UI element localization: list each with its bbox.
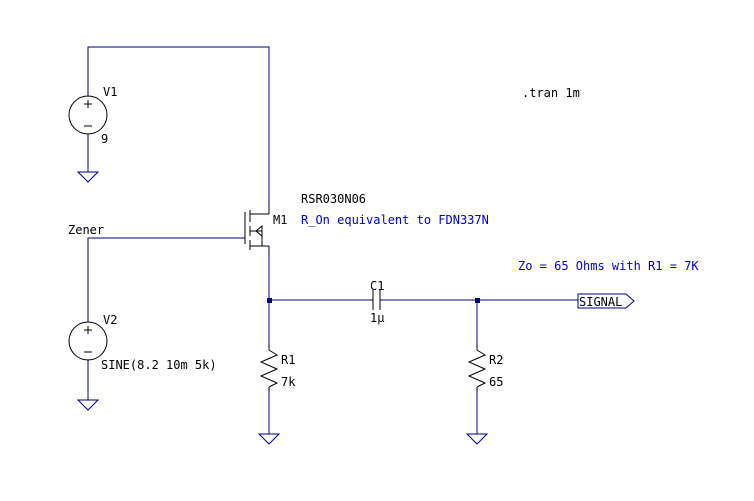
- ground-r1: [257, 433, 281, 445]
- v1-source-symbol[interactable]: [68, 95, 108, 135]
- signal-flag-label: SIGNAL: [579, 295, 622, 309]
- r1-name: R1: [281, 353, 295, 367]
- r1-value: 7k: [281, 375, 296, 389]
- r2-name: R2: [489, 353, 503, 367]
- signal-output-flag[interactable]: SIGNAL: [577, 293, 635, 309]
- tran-directive[interactable]: .tran 1m: [522, 86, 580, 100]
- v2-value: SINE(8.2 10m 5k): [101, 358, 217, 372]
- junction-output-node: [475, 298, 480, 303]
- r1-resistor-symbol[interactable]: [259, 344, 279, 392]
- wire-zener-gate[interactable]: [87, 237, 245, 322]
- v1-value: 9: [101, 132, 108, 146]
- ground-v2: [76, 399, 100, 411]
- c1-name: C1: [370, 279, 384, 293]
- m1-model: RSR030N06: [301, 192, 366, 206]
- ground-r2: [465, 433, 489, 445]
- c1-value: 1µ: [370, 311, 384, 325]
- m1-name: M1: [273, 213, 287, 227]
- r2-resistor-symbol[interactable]: [467, 344, 487, 392]
- m1-comment: R_On equivalent to FDN337N: [301, 213, 489, 227]
- c1-capacitor-symbol[interactable]: [372, 290, 381, 310]
- ground-v1: [76, 171, 100, 183]
- r2-value: 65: [489, 375, 503, 389]
- m1-mosfet-symbol[interactable]: [244, 206, 270, 250]
- junction-source-node: [267, 298, 272, 303]
- v1-name: V1: [103, 85, 117, 99]
- net-label-zener: Zener: [68, 223, 104, 237]
- wire-v1-to-drain[interactable]: [87, 46, 270, 206]
- wires: [87, 46, 578, 434]
- v2-name: V2: [103, 313, 117, 327]
- impedance-note[interactable]: Zo = 65 Ohms with R1 = 7K: [518, 259, 699, 273]
- v2-source-symbol[interactable]: [68, 321, 108, 361]
